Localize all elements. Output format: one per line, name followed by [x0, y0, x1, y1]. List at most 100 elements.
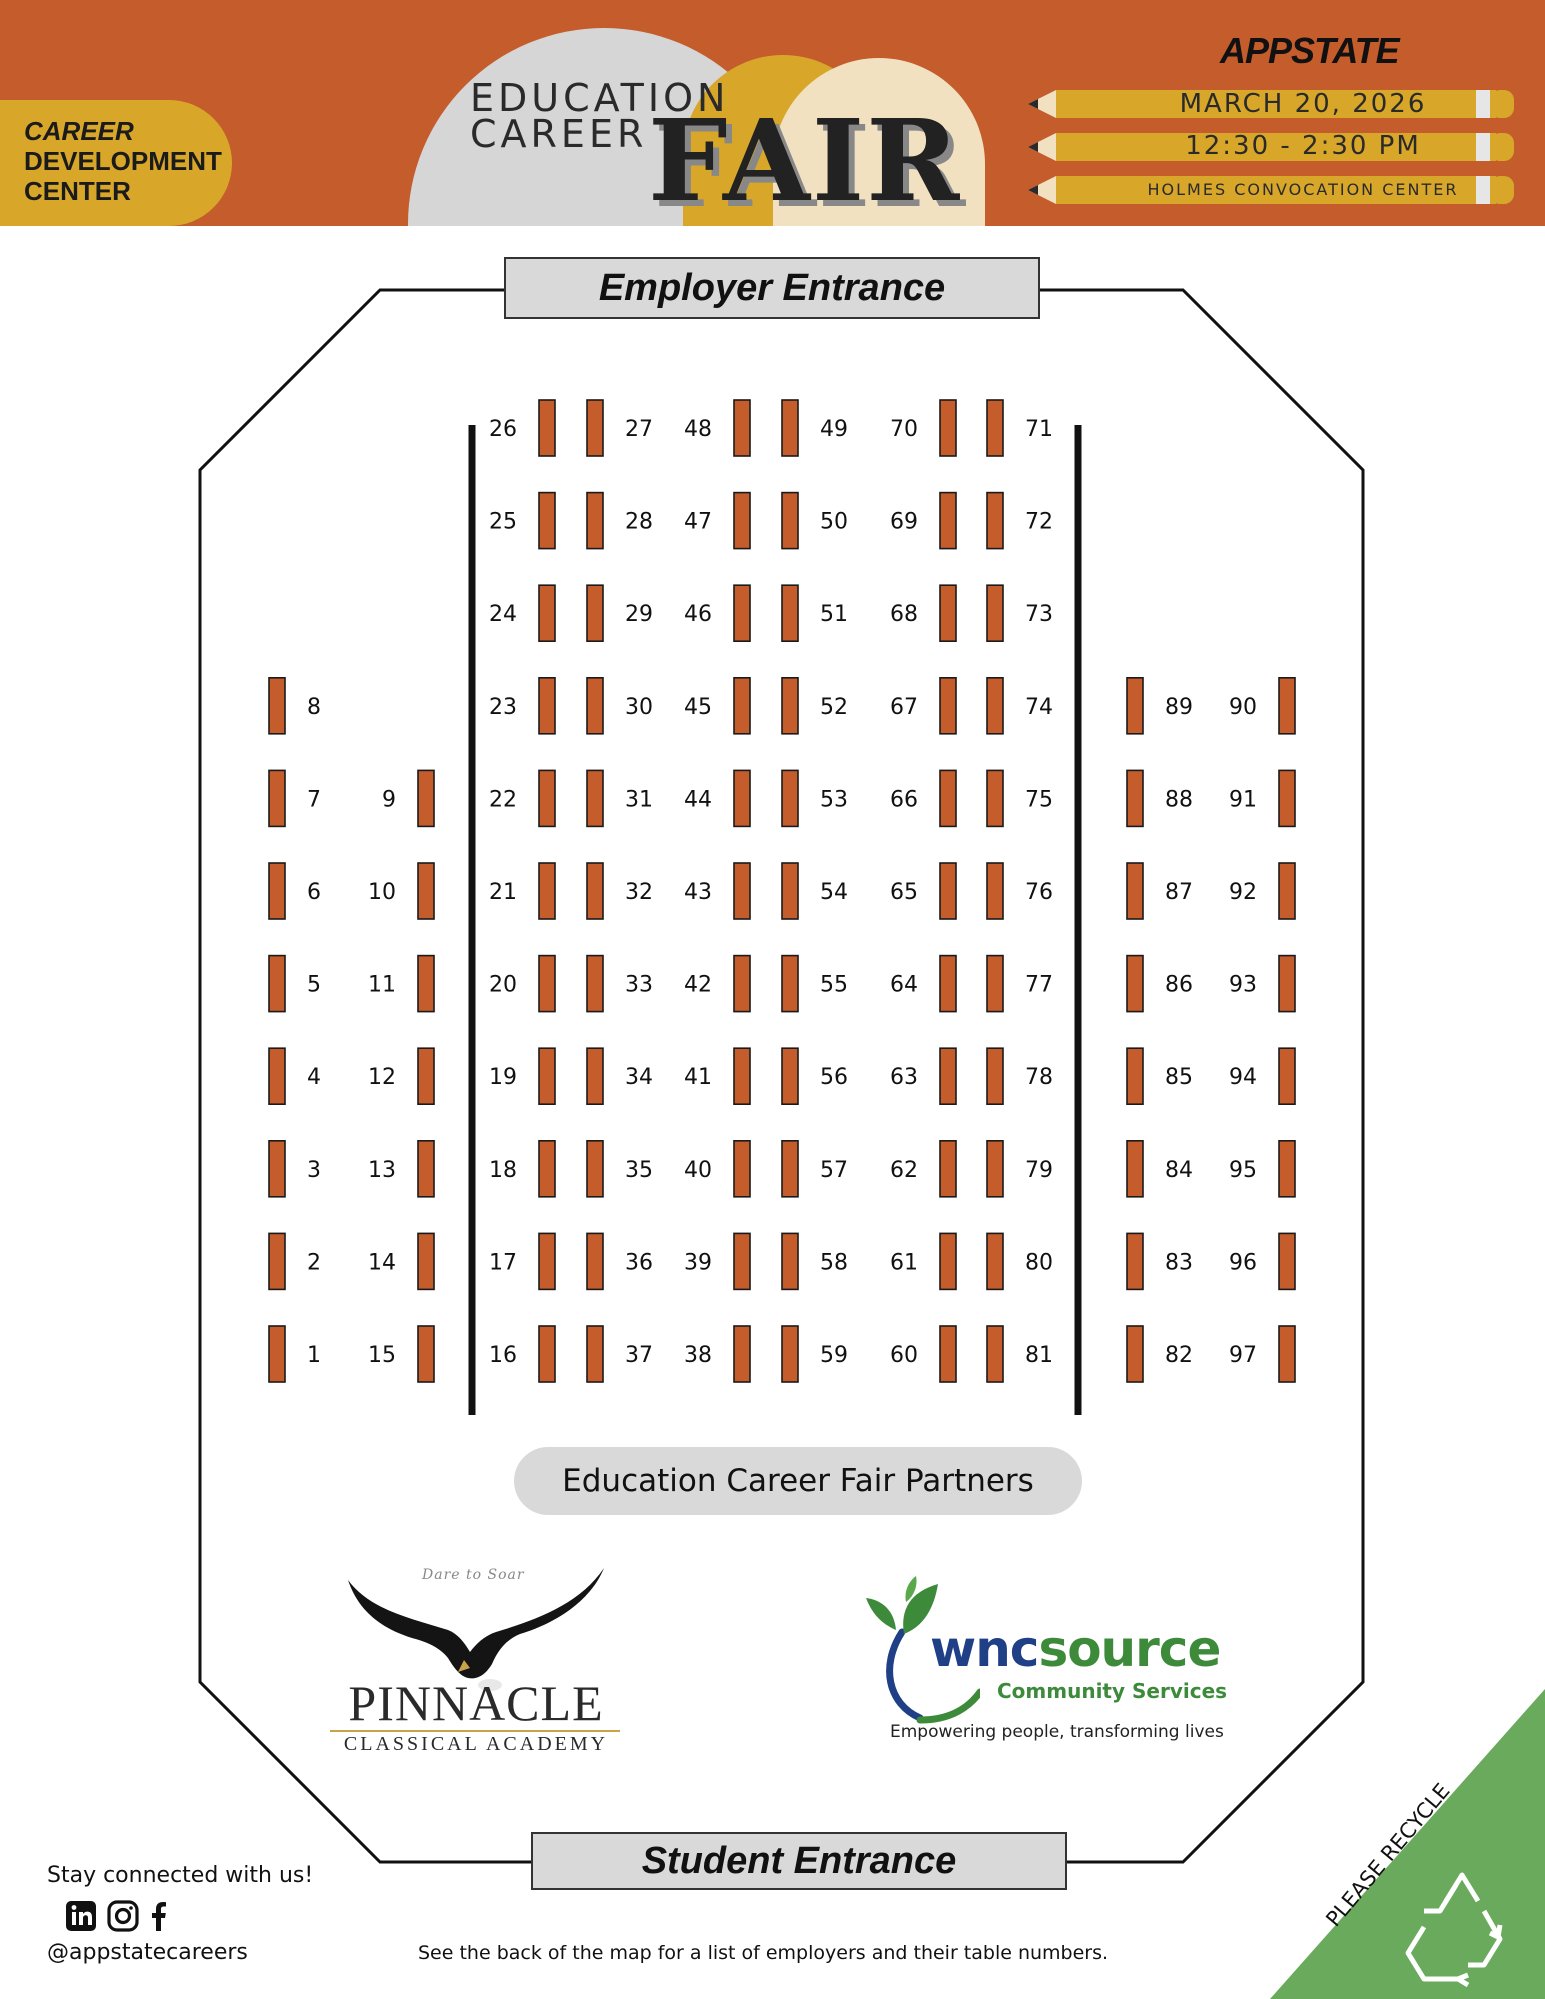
table-number-66: 66	[890, 787, 918, 812]
event-time: 12:30 - 2:30 PM	[1185, 131, 1421, 161]
facebook-icon[interactable]	[152, 1902, 166, 1931]
booth-table-65	[939, 862, 957, 920]
booth-table-41	[733, 1047, 751, 1105]
booth-table-85	[1126, 1047, 1144, 1105]
stay-connected-text: Stay connected with us!	[47, 1863, 314, 1888]
booth-table-48	[733, 399, 751, 457]
booth-table-64	[939, 954, 957, 1013]
booth-table-79	[986, 1140, 1004, 1198]
table-number-3: 3	[307, 1158, 321, 1183]
booth-table-63	[939, 1047, 957, 1105]
table-number-58: 58	[820, 1250, 848, 1275]
table-number-67: 67	[890, 695, 918, 720]
table-number-73: 73	[1025, 602, 1053, 627]
table-number-65: 65	[890, 880, 918, 905]
wncsource-name: wncsource	[930, 1620, 1221, 1678]
booth-table-57	[781, 1140, 799, 1198]
table-number-91: 91	[1229, 787, 1257, 812]
booth-table-17	[538, 1232, 556, 1291]
instagram-icon[interactable]	[107, 1900, 139, 1932]
table-number-60: 60	[890, 1343, 918, 1368]
booth-table-70	[939, 399, 957, 457]
booth-table-34	[586, 1047, 604, 1105]
table-number-81: 81	[1025, 1343, 1053, 1368]
booth-table-53	[781, 769, 799, 828]
table-number-49: 49	[820, 417, 848, 442]
table-number-37: 37	[625, 1343, 653, 1368]
title-career: CAREER	[470, 112, 648, 156]
linkedin-icon[interactable]	[66, 1901, 96, 1931]
booth-table-46	[733, 584, 751, 643]
table-number-43: 43	[684, 880, 712, 905]
wncsource-slogan: Empowering people, transforming lives	[890, 1722, 1224, 1742]
booth-table-9	[417, 769, 435, 828]
booth-table-72	[986, 491, 1004, 550]
table-number-59: 59	[820, 1343, 848, 1368]
booth-table-84	[1126, 1140, 1144, 1198]
table-number-87: 87	[1165, 880, 1193, 905]
table-number-92: 92	[1229, 880, 1257, 905]
table-number-62: 62	[890, 1158, 918, 1183]
table-number-56: 56	[820, 1065, 848, 1090]
booth-table-81	[986, 1325, 1004, 1383]
table-number-15: 15	[368, 1343, 396, 1368]
table-number-45: 45	[684, 695, 712, 720]
booth-table-29	[586, 584, 604, 643]
booth-table-87	[1126, 862, 1144, 920]
booth-table-27	[586, 399, 604, 457]
booth-table-23	[538, 676, 556, 735]
booth-table-12	[417, 1047, 435, 1105]
booth-table-38	[733, 1325, 751, 1383]
booth-table-95	[1278, 1140, 1296, 1198]
table-number-57: 57	[820, 1158, 848, 1183]
table-number-72: 72	[1025, 510, 1053, 535]
table-number-18: 18	[489, 1158, 517, 1183]
booth-table-32	[586, 862, 604, 920]
table-number-24: 24	[489, 602, 517, 627]
booth-table-93	[1278, 954, 1296, 1013]
table-number-77: 77	[1025, 973, 1053, 998]
career-center-name: CAREER DEVELOPMENT CENTER	[24, 116, 222, 206]
table-number-30: 30	[625, 695, 653, 720]
booth-table-37	[586, 1325, 604, 1383]
employer-entrance: Employer Entrance	[504, 257, 1040, 319]
booth-table-1	[268, 1325, 286, 1383]
booth-table-59	[781, 1325, 799, 1383]
social-handle[interactable]: @appstatecareers	[47, 1940, 248, 1965]
table-number-17: 17	[489, 1250, 517, 1275]
back-of-map-note: See the back of the map for a list of em…	[418, 1942, 1109, 1964]
recycle-icon	[1405, 1872, 1503, 1988]
table-number-50: 50	[820, 510, 848, 535]
table-number-39: 39	[684, 1250, 712, 1275]
table-number-38: 38	[684, 1343, 712, 1368]
table-number-82: 82	[1165, 1343, 1193, 1368]
table-number-55: 55	[820, 973, 848, 998]
booth-table-20	[538, 954, 556, 1013]
booth-table-36	[586, 1232, 604, 1291]
booth-table-31	[586, 769, 604, 828]
booth-table-14	[417, 1232, 435, 1291]
table-number-71: 71	[1025, 417, 1053, 442]
header-banner: CAREER DEVELOPMENT CENTER EDUCATION CARE…	[0, 0, 1545, 226]
table-number-44: 44	[684, 787, 712, 812]
table-number-13: 13	[368, 1158, 396, 1183]
booth-table-30	[586, 676, 604, 735]
booth-table-78	[986, 1047, 1004, 1105]
table-number-23: 23	[489, 695, 517, 720]
wncsource-subtitle: Community Services	[997, 1679, 1228, 1703]
booth-table-28	[586, 491, 604, 550]
appstate-logo: APPSTATE	[1220, 30, 1400, 71]
table-number-88: 88	[1165, 787, 1193, 812]
booth-table-51	[781, 584, 799, 643]
booth-table-75	[986, 769, 1004, 828]
table-number-80: 80	[1025, 1250, 1053, 1275]
booth-table-66	[939, 769, 957, 828]
table-number-86: 86	[1165, 973, 1193, 998]
table-number-74: 74	[1025, 695, 1053, 720]
table-number-4: 4	[307, 1065, 321, 1090]
table-number-85: 85	[1165, 1065, 1193, 1090]
booth-table-24	[538, 584, 556, 643]
pinnacle-divider	[330, 1730, 620, 1732]
booth-table-60	[939, 1325, 957, 1383]
